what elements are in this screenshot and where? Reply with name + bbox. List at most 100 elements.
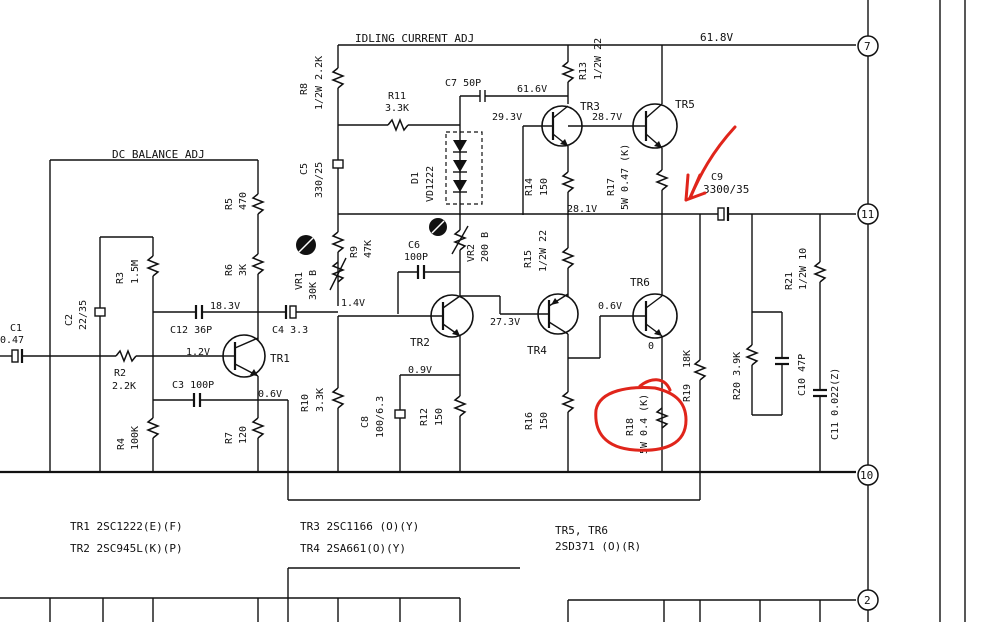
r19-label: R19 <box>682 384 693 402</box>
voltage-0: 0 <box>648 341 654 352</box>
r11-label: R11 <box>388 91 406 102</box>
tr2-label: TR2 <box>410 336 430 349</box>
r6-value: 3K <box>238 264 249 276</box>
r21-label: R21 <box>784 272 795 290</box>
r10-resistor <box>330 387 346 409</box>
vr2-label: VR2 <box>466 244 477 262</box>
tr5-tr6-part-number: 2SD371 (O)(R) <box>555 540 641 553</box>
voltage-0-6b: 0.6V <box>598 301 622 312</box>
c8-capacitor <box>394 409 406 419</box>
r3-resistor <box>145 255 161 277</box>
c9-label: C9 <box>711 172 723 183</box>
c9-value: 3300/35 <box>703 183 749 196</box>
r16-label: R16 <box>524 412 535 430</box>
node-10-label: 10 <box>860 469 873 482</box>
tr1-label: TR1 <box>270 352 290 365</box>
r13-resistor <box>560 61 576 83</box>
r5-value: 470 <box>238 192 249 210</box>
tr5-tr6-label: TR5, TR6 <box>555 524 608 537</box>
voltage-18-3: 18.3V <box>210 301 240 312</box>
c2-label: C2 <box>64 314 75 326</box>
tr4-part-number: TR4 2SA661(O)(Y) <box>300 542 406 555</box>
r2-resistor <box>115 348 137 364</box>
r5-label: R5 <box>224 198 235 210</box>
r15-value: 1/2W 22 <box>538 230 549 272</box>
r20-label: R20 3.9K <box>732 352 743 400</box>
c1-value: 0.47 <box>0 335 24 346</box>
r4-resistor <box>145 417 161 439</box>
c2-value: 22/35 <box>78 300 89 330</box>
r4-value: 100K <box>130 426 141 450</box>
c1-label: C1 <box>10 323 22 334</box>
r14-value: 150 <box>539 178 550 196</box>
vr2-value: 200 B <box>480 232 491 262</box>
r16-resistor <box>560 391 576 413</box>
voltage-1-2: 1.2V <box>186 347 210 358</box>
c4-label: C4 3.3 <box>272 325 308 336</box>
r15-resistor <box>560 247 576 269</box>
voltage-29-3: 29.3V <box>492 112 522 123</box>
vr1-label: VR1 <box>294 272 305 290</box>
tr4-label: TR4 <box>527 344 547 357</box>
tr3-part-number: TR3 2SC1166 (O)(Y) <box>300 520 419 533</box>
r12-label: R12 <box>419 408 430 426</box>
r17-label: R17 <box>606 178 617 196</box>
c8-value: 100/6.3 <box>375 396 386 438</box>
r6-resistor <box>250 253 266 275</box>
c9-capacitor <box>717 207 725 221</box>
r2-value: 2.2K <box>112 381 136 392</box>
r21-value: 1/2W 10 <box>798 248 809 290</box>
tr2-part-number: TR2 2SC945L(K)(P) <box>70 542 183 555</box>
c11-label: C11 0.022(Z) <box>830 368 841 440</box>
r19-value: 18K <box>682 350 693 368</box>
c4-capacitor <box>289 305 297 319</box>
c12-label: C12 36P <box>170 325 212 336</box>
r17-value: 5W 0.47 (K) <box>620 144 631 210</box>
vr1-resistor <box>330 261 346 283</box>
node-7-label: 7 <box>864 40 871 53</box>
r9-resistor <box>330 231 346 253</box>
voltage-0-9: 0.9V <box>408 365 432 376</box>
c5-capacitor <box>332 159 344 169</box>
r4-label: R4 <box>116 438 127 450</box>
node-2 <box>857 589 879 611</box>
vr1-value: 30K B <box>308 270 319 300</box>
r3-label: R3 <box>115 272 126 284</box>
d1-label: D1 <box>410 172 421 184</box>
r11-resistor <box>387 117 409 133</box>
c3-label: C3 100P <box>172 380 214 391</box>
r7-resistor <box>250 417 266 439</box>
r17-resistor <box>654 169 670 191</box>
r13-value: 1/2W 22 <box>593 38 604 80</box>
voltage-1-4: 1.4V <box>341 298 365 309</box>
r12-value: 150 <box>434 408 445 426</box>
idling-current-adj-label: IDLING CURRENT ADJ <box>355 32 474 45</box>
r16-value: 150 <box>539 412 550 430</box>
r2-label: R2 <box>114 368 126 379</box>
r8-value: 1/2W 2.2K <box>314 56 325 110</box>
voltage-27-3: 27.3V <box>490 317 520 328</box>
r12-resistor <box>452 395 468 417</box>
r21-resistor <box>812 261 828 283</box>
node-7 <box>857 35 879 57</box>
c5-value: 330/25 <box>314 162 325 198</box>
tr6-label: TR6 <box>630 276 650 289</box>
c6-label: C6 <box>408 240 420 251</box>
c2-capacitor <box>94 307 106 317</box>
tr5-label: TR5 <box>675 98 695 111</box>
r18-value: 5W 0.4 (K) <box>639 394 650 454</box>
voltage-61-8: 61.8V <box>700 31 733 44</box>
r11-value: 3.3K <box>385 103 409 114</box>
r10-value: 3.3K <box>315 388 326 412</box>
voltage-0-6a: 0.6V <box>258 389 282 400</box>
node-11-label: 11 <box>861 208 874 221</box>
r8-resistor <box>330 67 346 89</box>
r15-label: R15 <box>523 250 534 268</box>
r18-label: R18 <box>625 418 636 436</box>
c1-capacitor <box>11 349 19 363</box>
node-11 <box>857 203 879 225</box>
r9-label: R9 <box>349 246 360 258</box>
r6-label: R6 <box>224 264 235 276</box>
c6-value: 100P <box>404 252 428 263</box>
